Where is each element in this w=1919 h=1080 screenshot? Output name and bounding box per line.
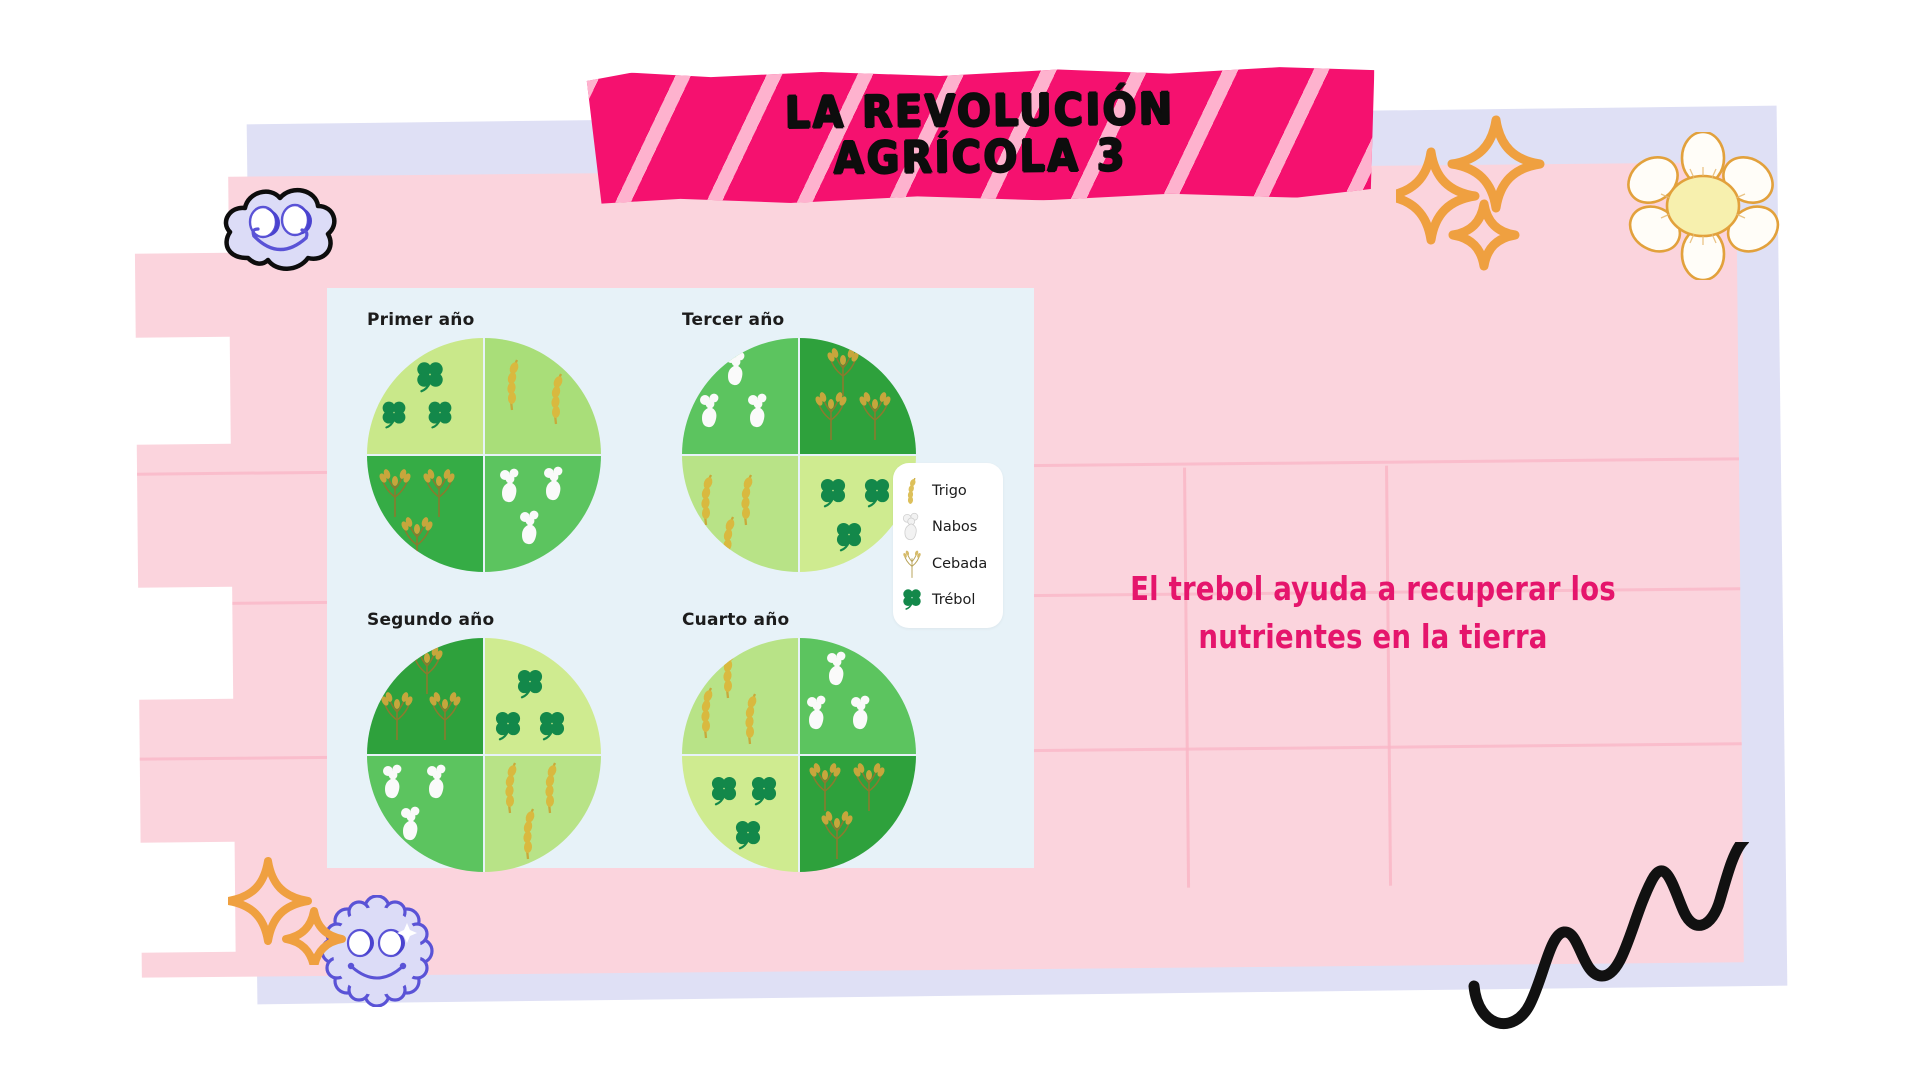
quadrant-cebada (367, 638, 484, 755)
quadrant-trigo (682, 638, 799, 755)
quadrant-trebol (367, 338, 484, 455)
year-label: Segundo año (367, 610, 495, 630)
legend-label: Trébol (932, 591, 976, 608)
sparkle-star-icon (224, 855, 348, 971)
title-banner: LA REVOLUCIÓN AGRÍCOLA 3 (584, 65, 1375, 205)
barley-icon (899, 549, 925, 579)
legend-item-trebol: Trébol (899, 584, 995, 616)
quadrant-trebol (682, 755, 799, 872)
legend-item-nabos: Nabos (899, 511, 995, 543)
caption-text: El trebol ayuda a recuperar los nutrient… (1130, 569, 1616, 656)
year-label: Tercer año (682, 310, 785, 330)
quadrant-nabos (682, 338, 799, 455)
figure-legend: Trigo Nabos Cebada Trébol (893, 463, 1003, 628)
clover-icon (899, 585, 925, 615)
quadrant-cebada (799, 338, 916, 455)
legend-item-cebada: Cebada (899, 548, 995, 580)
daisy-flower-icon (1622, 130, 1785, 282)
quadrant-trigo (484, 755, 601, 872)
rotation-circle (367, 638, 601, 872)
slab-notch (138, 841, 236, 953)
rotation-circle (367, 338, 601, 572)
slab-notch (136, 586, 234, 700)
year-block-tercer-ano: Tercer año (682, 310, 916, 572)
quadrant-trigo (682, 455, 799, 572)
slab-notch (132, 174, 229, 254)
squiggle-line-icon (1468, 834, 1768, 1042)
quadrant-trigo (484, 338, 601, 455)
legend-item-trigo: Trigo (899, 475, 995, 507)
sparkle-star-icon (1382, 112, 1586, 272)
smiling-cloud-icon (218, 178, 340, 278)
rotation-circle (682, 638, 916, 872)
wheat-icon (899, 476, 925, 506)
year-block-primer-ano: Primer año (367, 310, 601, 572)
quadrant-trebol (484, 638, 601, 755)
quadrant-cebada (367, 455, 484, 572)
legend-label: Cebada (932, 555, 988, 572)
year-block-cuarto-ano: Cuarto año (682, 610, 916, 872)
rotation-circle (682, 338, 916, 572)
legend-label: Nabos (932, 519, 978, 536)
quadrant-nabos (367, 755, 484, 872)
year-label: Primer año (367, 310, 475, 330)
quadrant-cebada (799, 755, 916, 872)
smiling-cloud-icon (318, 894, 436, 1008)
year-block-segundo-ano: Segundo año (367, 610, 601, 872)
page-title: LA REVOLUCIÓN AGRÍCOLA 3 (784, 83, 1175, 185)
slab-notch (133, 336, 231, 445)
turnip-icon (899, 512, 925, 542)
quadrant-nabos (799, 638, 916, 755)
quadrant-nabos (484, 455, 601, 572)
year-label: Cuarto año (682, 610, 790, 630)
legend-label: Trigo (932, 483, 967, 499)
